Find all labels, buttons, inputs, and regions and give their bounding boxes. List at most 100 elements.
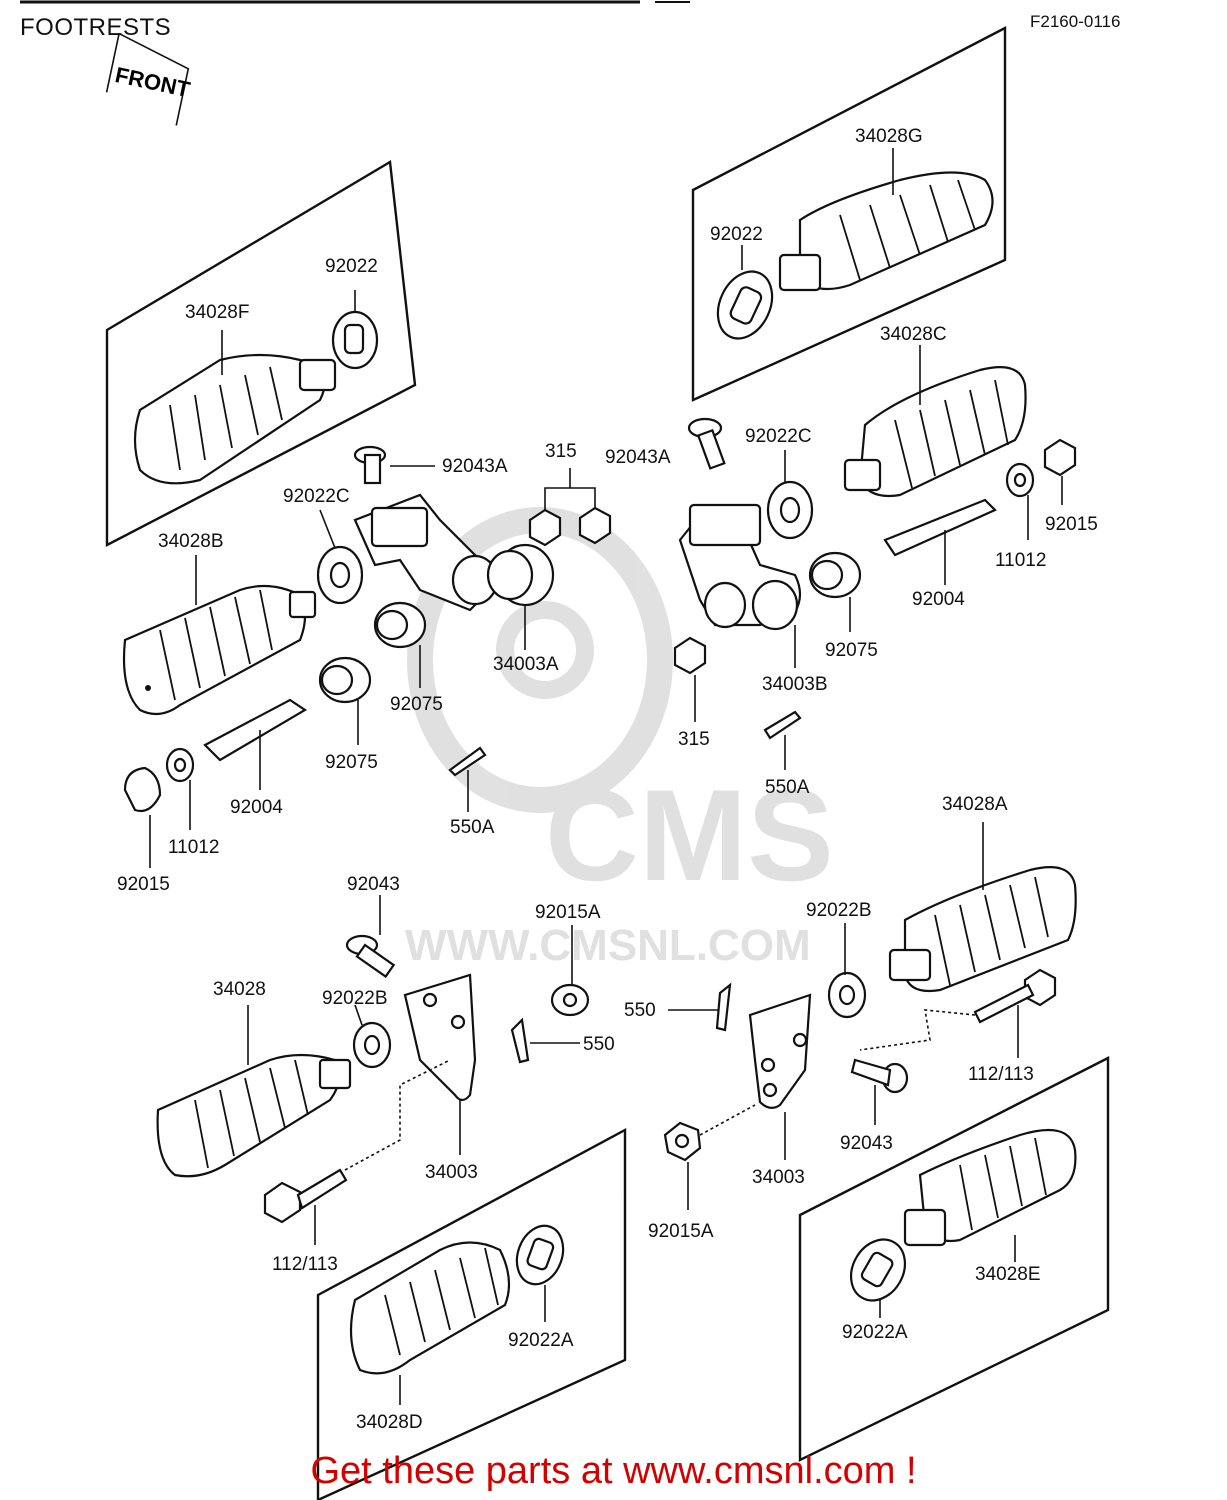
frame-34028F	[105, 160, 417, 547]
washer-92022C-right[interactable]	[766, 450, 814, 540]
label-34028: 34028	[213, 979, 266, 1000]
washer-92022A-left[interactable]	[509, 1219, 571, 1290]
nut-315-mid[interactable]	[673, 636, 707, 722]
washer-92022C-left[interactable]	[316, 509, 364, 605]
label-92004-left: 92004	[230, 797, 283, 818]
footpeg-34028B[interactable]	[122, 584, 317, 716]
washer-92022B-left[interactable]	[352, 1004, 392, 1069]
washer-11012-left[interactable]	[165, 747, 195, 830]
label-92075-b: 92075	[325, 752, 378, 773]
label-315-top: 315	[545, 441, 577, 462]
footpeg-34028A[interactable]	[888, 822, 1077, 993]
cta-link[interactable]: Get these parts at www.cmsnl.com !	[310, 1450, 917, 1492]
bolt-112-113-right[interactable]	[859, 968, 1057, 1058]
frame-34028G	[691, 26, 1007, 402]
bushing-92075-right[interactable]	[808, 551, 862, 632]
watermark-brand: CMS	[545, 762, 834, 908]
pin-92043-left[interactable]	[345, 895, 396, 979]
cotter-pin-550A-left[interactable]	[448, 746, 487, 812]
footpeg-34028C[interactable]	[843, 345, 1027, 498]
front-arrow-icon: FRONT	[105, 32, 193, 126]
label-92022-top: 92022	[710, 224, 763, 245]
label-92043A-left: 92043A	[442, 456, 508, 477]
watermark-mascot-face-icon	[496, 601, 594, 699]
nut-92015-right[interactable]	[1043, 438, 1077, 505]
bracket-34003A[interactable]	[353, 493, 555, 612]
label-92043A-right: 92043A	[605, 447, 671, 468]
cotter-pin-550-left[interactable]	[510, 1017, 580, 1064]
bushing-92075-left-a[interactable]	[373, 601, 427, 688]
watermark: CMS WWW.CMSNL.COM	[405, 507, 834, 970]
bolt-112-113-left[interactable]	[263, 1059, 451, 1245]
washer-92022B-right[interactable]	[827, 923, 867, 1019]
diagram-code: F2160-0116	[1030, 12, 1121, 31]
label-92015-left: 92015	[117, 874, 170, 895]
frame-34028D	[316, 1127, 627, 1500]
label-92022C-left: 92022C	[283, 486, 350, 507]
washer-92022-top[interactable]	[708, 263, 783, 348]
washer-11012-right[interactable]	[1005, 462, 1035, 540]
label-11012-right: 11012	[995, 550, 1046, 571]
label-550-right: 550	[624, 1000, 656, 1021]
label-34003-right: 34003	[752, 1167, 805, 1188]
pin-92043-right[interactable]	[850, 1058, 909, 1125]
label-92015-right: 92015	[1045, 514, 1098, 535]
front-label: FRONT	[113, 62, 193, 102]
label-34028D: 34028D	[356, 1412, 423, 1433]
nut-92015A-bottom[interactable]	[663, 1104, 756, 1210]
label-92004-right: 92004	[912, 589, 965, 610]
label-34028E: 34028E	[975, 1264, 1041, 1285]
label-34028C: 34028C	[880, 324, 947, 345]
label-92075-a: 92075	[390, 694, 443, 715]
label-92043: 92043	[347, 874, 400, 895]
washer-92022A-right[interactable]	[840, 1230, 915, 1310]
washer-92022-left[interactable]	[331, 310, 379, 370]
label-34028B: 34028B	[158, 531, 224, 552]
label-550A-right: 550A	[765, 777, 810, 798]
label-11012-left: 11012	[168, 837, 219, 858]
label-34003B: 34003B	[762, 674, 828, 695]
bracket-34003-left[interactable]	[403, 973, 477, 1155]
nut-92015-left[interactable]	[123, 766, 162, 868]
cotter-pin-550A-right[interactable]	[763, 710, 802, 770]
label-112-113-right: 112/113	[968, 1064, 1034, 1085]
pin-92043A-left[interactable]	[353, 445, 435, 485]
label-92015A-bottom: 92015A	[648, 1221, 714, 1242]
nuts-315-top[interactable]	[528, 468, 612, 547]
label-92043-bottom: 92043	[840, 1133, 893, 1154]
cotter-pin-550-right[interactable]	[668, 982, 732, 1032]
label-34028G: 34028G	[855, 126, 923, 147]
bushing-92075-left-b[interactable]	[318, 656, 372, 745]
label-34003A: 34003A	[493, 654, 559, 675]
bracket-34003-right[interactable]	[748, 993, 812, 1160]
label-550A-left: 550A	[450, 817, 495, 838]
label-34028F: 34028F	[185, 302, 249, 323]
footpeg-34028G[interactable]	[778, 171, 994, 292]
pin-92043A-right[interactable]	[687, 417, 726, 470]
frame-34028E	[798, 1056, 1110, 1462]
page-title: FOOTRESTS	[20, 14, 172, 41]
label-92022B-left: 92022B	[322, 988, 388, 1009]
footpeg-34028F[interactable]	[133, 353, 337, 485]
nut-92015A-top[interactable]	[550, 925, 590, 1017]
footpeg-34028[interactable]	[156, 1005, 352, 1178]
pin-92004-right[interactable]	[883, 498, 997, 585]
label-112-113-left: 112/113	[272, 1254, 338, 1275]
label-92022C-right: 92022C	[745, 426, 812, 447]
label-92022B-right: 92022B	[806, 900, 872, 921]
label-34028A: 34028A	[942, 794, 1008, 815]
label-550-left: 550	[583, 1034, 615, 1055]
watermark-url: WWW.CMSNL.COM	[405, 921, 811, 970]
label-92022-left: 92022	[325, 256, 378, 277]
label-92015A-top: 92015A	[535, 902, 601, 923]
bracket-34003B[interactable]	[678, 503, 802, 631]
footpeg-34028E[interactable]	[903, 1128, 1077, 1247]
label-92075-right: 92075	[825, 640, 878, 661]
label-92022A-left: 92022A	[508, 1330, 574, 1351]
label-92022A-right: 92022A	[842, 1322, 908, 1343]
footpeg-34028D[interactable]	[349, 1241, 511, 1375]
label-34003-left: 34003	[425, 1162, 478, 1183]
pin-92004-left[interactable]	[203, 698, 308, 790]
label-315-mid: 315	[678, 729, 710, 750]
